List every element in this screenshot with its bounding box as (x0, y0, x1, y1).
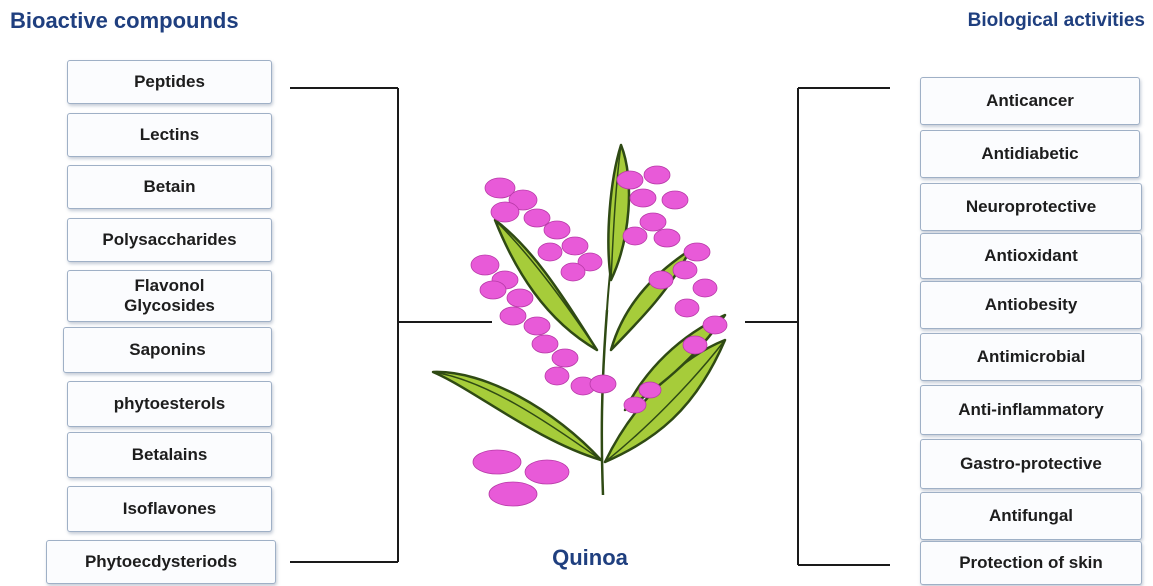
activity-box-protection-of-skin: Protection of skin (920, 541, 1142, 585)
activity-box-antiobesity: Antiobesity (920, 281, 1142, 329)
activity-box-anti-inflammatory: Anti-inflammatory (920, 385, 1142, 435)
compound-box-betalains: Betalains (67, 432, 272, 478)
activity-box-gastro-protective: Gastro-protective (920, 439, 1142, 489)
compound-box-isoflavones: Isoflavones (67, 486, 272, 532)
compound-box-peptides: Peptides (67, 60, 272, 104)
quinoa-label: Quinoa (520, 545, 660, 571)
compound-box-flavonol-glycosides: Flavonol Glycosides (67, 270, 272, 322)
activity-box-antioxidant: Antioxidant (920, 233, 1142, 279)
activity-box-antidiabetic: Antidiabetic (920, 130, 1140, 178)
compound-box-betain: Betain (67, 165, 272, 209)
activity-box-antifungal: Antifungal (920, 492, 1142, 540)
compound-box-phytoesterols: phytoesterols (67, 381, 272, 427)
compound-box-phytoecdysteriods: Phytoecdysteriods (46, 540, 276, 584)
compound-box-polysaccharides: Polysaccharides (67, 218, 272, 262)
activity-box-antimicrobial: Antimicrobial (920, 333, 1142, 381)
quinoa-plant-icon (425, 140, 745, 520)
compound-box-saponins: Saponins (63, 327, 272, 373)
activity-box-anticancer: Anticancer (920, 77, 1140, 125)
compound-box-lectins: Lectins (67, 113, 272, 157)
activity-box-neuroprotective: Neuroprotective (920, 183, 1142, 231)
